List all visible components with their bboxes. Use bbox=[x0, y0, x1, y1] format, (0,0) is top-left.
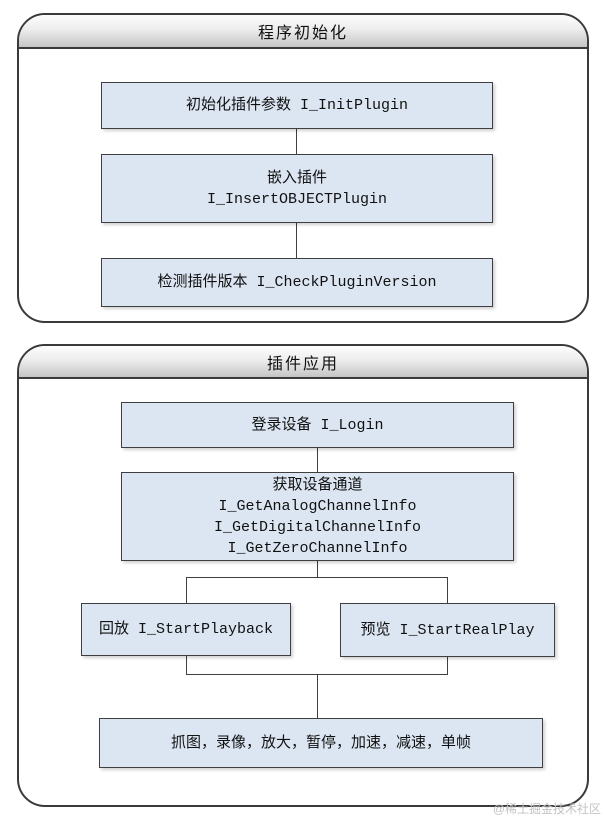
flow-node-init-plugin: 初始化插件参数 I_InitPlugin bbox=[101, 82, 493, 129]
flow-node-get-channels: 获取设备通道 I_GetAnalogChannelInfo I_GetDigit… bbox=[121, 472, 514, 561]
connector-insert-to-check bbox=[296, 223, 297, 259]
flow-node-insert-object-plugin: 嵌入插件 I_InsertOBJECTPlugin bbox=[101, 154, 493, 223]
panel-program-init-title: 程序初始化 bbox=[257, 25, 348, 43]
flow-node-login: 登录设备 I_Login bbox=[121, 402, 514, 448]
flow-node-check-plugin-version: 检测插件版本 I_CheckPluginVersion bbox=[101, 258, 493, 307]
panel-plugin-usage-title: 插件应用 bbox=[266, 355, 339, 374]
watermark: @稀土掘金技术社区 bbox=[492, 802, 601, 816]
connector-login-to-channels bbox=[317, 448, 318, 472]
panel-plugin-usage-header: 插件应用 bbox=[19, 346, 587, 379]
branch-top-horizontal bbox=[186, 577, 448, 578]
flow-node-start-realplay: 预览 I_StartRealPlay bbox=[340, 603, 555, 657]
connector-channels-to-branch bbox=[317, 561, 318, 578]
flow-node-start-playback: 回放 I_StartPlayback bbox=[81, 603, 291, 656]
connector-merge-to-controls bbox=[317, 674, 318, 718]
flow-node-playback-controls: 抓图，录像，放大，暂停，加速，减速，单帧 bbox=[99, 718, 543, 768]
connector-init-to-insert bbox=[296, 129, 297, 155]
panel-program-init-header: 程序初始化 bbox=[19, 15, 587, 49]
